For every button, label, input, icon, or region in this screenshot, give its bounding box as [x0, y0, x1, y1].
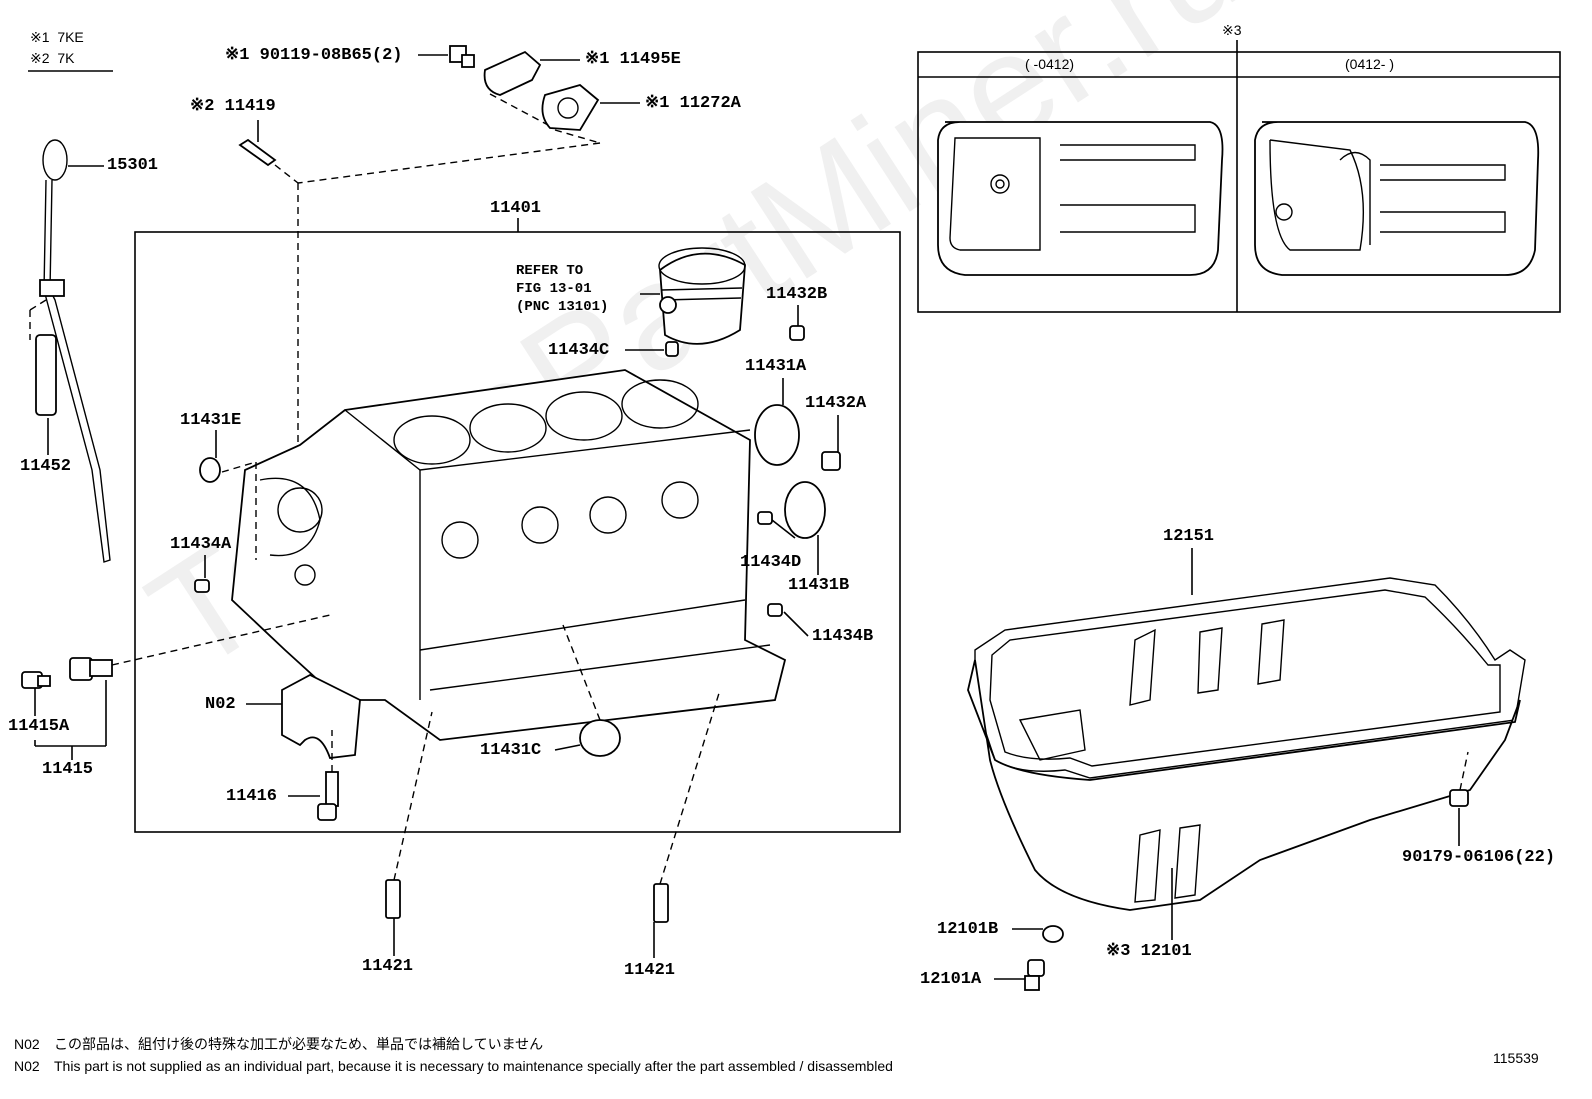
- pin-11434D: [757, 511, 773, 525]
- label-11434b[interactable]: 11434B: [812, 627, 874, 646]
- label-11434d[interactable]: 11434D: [740, 553, 802, 572]
- bearing-cap: [281, 673, 361, 759]
- label-90119-08b65[interactable]: ※1 90119-08B65(2): [225, 46, 403, 65]
- label-11401[interactable]: 11401: [490, 199, 542, 218]
- label-11432b[interactable]: 11432B: [766, 285, 828, 304]
- label-11421-left[interactable]: 11421: [362, 957, 414, 976]
- label-11431b[interactable]: 11431B: [788, 576, 850, 595]
- pin-11434A: [194, 579, 210, 593]
- drain-plug: [1024, 959, 1045, 991]
- pin-11434B: [767, 603, 783, 617]
- label-11416[interactable]: 11416: [226, 787, 278, 806]
- plug-11431B: [784, 481, 826, 539]
- label-90179-06106[interactable]: 90179-06106(22): [1402, 848, 1556, 867]
- label-11431e[interactable]: 11431E: [180, 411, 242, 430]
- label-12151[interactable]: 12151: [1163, 527, 1215, 546]
- label-11415[interactable]: 11415: [42, 760, 94, 779]
- pin-11434C: [665, 341, 679, 357]
- label-11432a[interactable]: 11432A: [805, 394, 867, 413]
- plug-11432B: [789, 325, 805, 341]
- stud-bolt-right: [653, 883, 669, 923]
- stud-bolt-left: [385, 879, 401, 919]
- label-12101a[interactable]: 12101A: [920, 970, 982, 989]
- cover-plate: [483, 50, 542, 96]
- label-11431a[interactable]: 11431A: [745, 357, 807, 376]
- oil-pan-variant-late: [1254, 121, 1540, 276]
- cylinder-block: [231, 369, 787, 741]
- legend-item-7k: ※2 7K: [30, 50, 75, 66]
- plug-11431E: [199, 457, 221, 483]
- label-11421-right[interactable]: 11421: [624, 961, 676, 980]
- gauge-guide: [35, 334, 57, 416]
- label-11431c[interactable]: 11431C: [480, 741, 542, 760]
- plug-11431A: [754, 404, 800, 466]
- variant-mark: ※3: [1222, 22, 1242, 38]
- label-11434c[interactable]: 11434C: [548, 341, 610, 360]
- piston-reference-note[interactable]: REFER TO FIG 13-01 (PNC 13101): [516, 263, 609, 316]
- variant-table: [917, 40, 1561, 313]
- cover-gasket: [541, 84, 600, 131]
- oil-pan: [967, 619, 1521, 911]
- drain-cock-large: [69, 657, 113, 681]
- label-11419[interactable]: ※2 11419: [190, 97, 276, 116]
- plug-11432A: [821, 451, 841, 471]
- label-12101b[interactable]: 12101B: [937, 920, 999, 939]
- drain-cock-small: [21, 671, 51, 689]
- legend-item-7ke: ※1 7KE: [30, 29, 84, 45]
- oil-pan-variant-early: [937, 121, 1224, 276]
- label-12101[interactable]: ※3 12101: [1106, 942, 1192, 961]
- stud-bolt-top: [238, 138, 277, 167]
- drain-plug-gasket: [1042, 925, 1064, 943]
- plug-11431C: [579, 719, 621, 757]
- label-11415a[interactable]: 11415A: [8, 717, 70, 736]
- piston: [658, 247, 746, 345]
- label-n02[interactable]: N02: [205, 695, 236, 714]
- bearing-cap-bolt: [317, 771, 339, 821]
- label-11495e[interactable]: ※1 11495E: [585, 50, 681, 69]
- oil-level-gauge: [39, 139, 111, 563]
- label-11452[interactable]: 11452: [20, 457, 72, 476]
- oil-pan-nut: [1449, 789, 1469, 807]
- variant-left-header: ( -0412): [1025, 56, 1075, 72]
- label-11272a[interactable]: ※1 11272A: [645, 94, 741, 113]
- variant-right-header: (0412- ): [1345, 56, 1395, 72]
- cover-bolt: [449, 45, 475, 68]
- label-15301[interactable]: 15301: [107, 156, 159, 175]
- label-11434a[interactable]: 11434A: [170, 535, 232, 554]
- figure-number: 115539: [1493, 1050, 1539, 1066]
